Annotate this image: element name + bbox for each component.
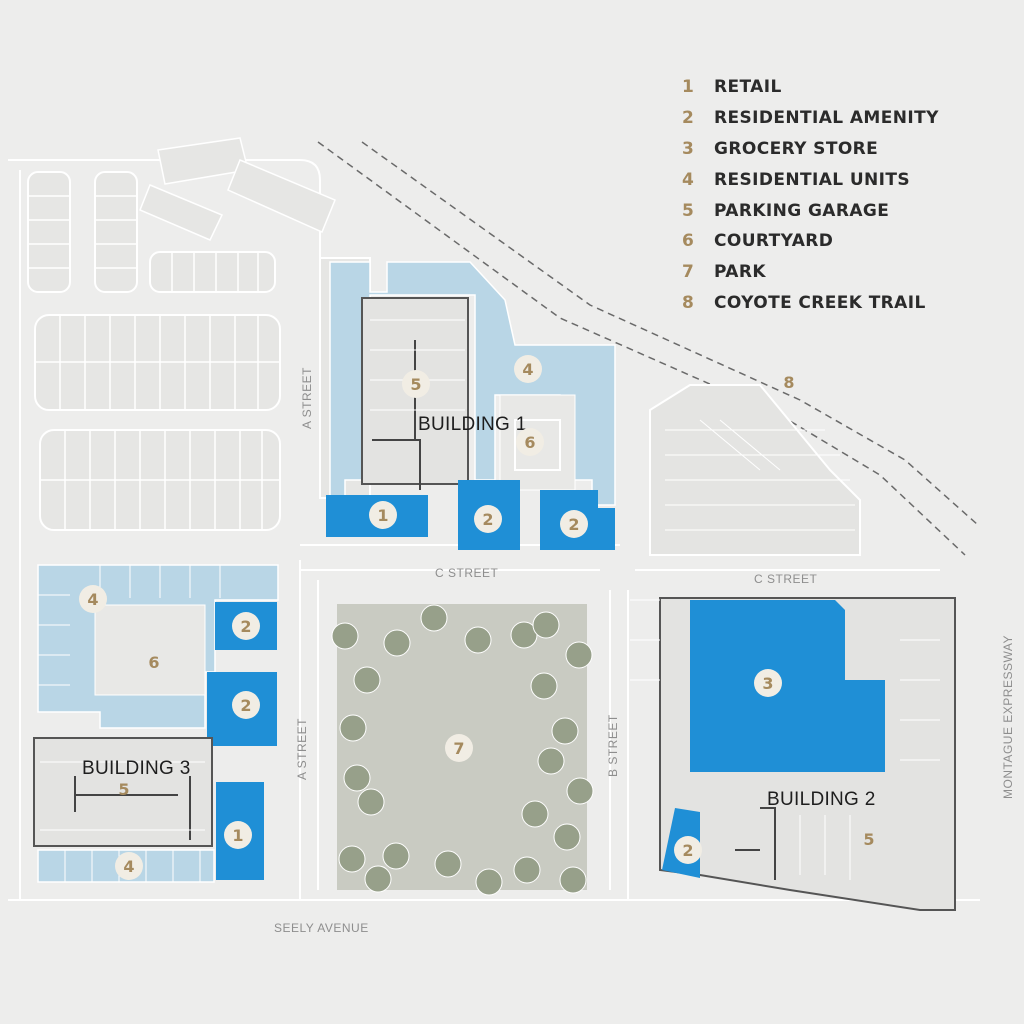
legend-label: RESIDENTIAL UNITS [714, 169, 911, 190]
legend-number: 5 [682, 200, 695, 221]
marker-coyote-creek-trail: 8 [783, 372, 795, 392]
angled-townhomes [139, 137, 336, 241]
marker-park: 7 [445, 734, 473, 762]
legend-number: 1 [682, 77, 695, 98]
marker-b1-retail: 1 [369, 501, 397, 529]
legend-number: 7 [682, 262, 695, 283]
marker-b1-parking-garage: 5 [402, 370, 430, 398]
marker-b1-residential-amenity-b: 2 [560, 510, 588, 538]
marker-b3-parking-garage: 5 [118, 779, 130, 799]
legend-number: 8 [682, 292, 695, 313]
legend-number: 3 [682, 138, 695, 159]
park [331, 604, 594, 896]
marker-grocery-store: 3 [754, 669, 782, 697]
marker-b3-retail: 1 [224, 821, 252, 849]
marker-b3-residential-amenity-mid: 2 [232, 691, 260, 719]
marker-b3-residential-units-bottom: 4 [115, 852, 143, 880]
legend-label: COYOTE CREEK TRAIL [714, 292, 926, 313]
ne-parking-lot [649, 384, 861, 556]
legend-item-parking-garage: 5 PARKING GARAGE [682, 195, 939, 226]
montague-expressway-label: MONTAGUE EXPRESSWAY [1001, 635, 1015, 799]
legend-label: GROCERY STORE [714, 138, 879, 159]
marker-b1-residential-amenity-a: 2 [474, 505, 502, 533]
legend-number: 6 [682, 231, 695, 252]
building-2-label: BUILDING 2 [767, 789, 876, 810]
legend-item-retail: 1 RETAIL [682, 72, 939, 103]
marker-b1-residential-units: 4 [514, 355, 542, 383]
marker-b1-courtyard: 6 [516, 428, 544, 456]
legend-item-grocery-store: 3 GROCERY STORE [682, 134, 939, 165]
building-2 [630, 597, 956, 911]
legend: 1 RETAIL 2 RESIDENTIAL AMENITY 3 GROCERY ST… [682, 72, 939, 318]
neighborhood-blocks [27, 171, 371, 531]
marker-b3-residential-units-top: 4 [79, 585, 107, 613]
legend-label: RETAIL [714, 77, 782, 98]
park-trees [331, 604, 594, 896]
c-street-east-label: C STREET [754, 572, 818, 586]
building-3-label: BUILDING 3 [82, 758, 191, 779]
legend-label: PARK [714, 262, 766, 283]
b-street-label: B STREET [606, 714, 620, 777]
seely-avenue-label: SEELY AVENUE [274, 921, 369, 935]
building-1-label: BUILDING 1 [418, 414, 527, 435]
marker-b3-residential-amenity-top: 2 [232, 612, 260, 640]
legend-item-coyote-creek-trail: 8 COYOTE CREEK TRAIL [682, 288, 939, 319]
a-street-south-label: A STREET [295, 717, 309, 780]
legend-label: COURTYARD [714, 231, 834, 252]
c-street-west-label: C STREET [435, 566, 499, 580]
legend-number: 2 [682, 108, 695, 129]
legend-item-courtyard: 6 COURTYARD [682, 226, 939, 257]
legend-item-residential-units: 4 RESIDENTIAL UNITS [682, 164, 939, 195]
marker-b3-courtyard: 6 [148, 652, 160, 672]
a-street-north-label: A STREET [300, 366, 314, 429]
rail-lines [317, 141, 979, 556]
legend-label: PARKING GARAGE [714, 200, 890, 221]
legend-item-residential-amenity: 2 RESIDENTIAL AMENITY [682, 103, 939, 134]
marker-b2-residential-amenity: 2 [674, 836, 702, 864]
legend-label: RESIDENTIAL AMENITY [714, 108, 939, 129]
street-curbs [8, 159, 980, 901]
building-1 [326, 261, 616, 550]
legend-number: 4 [682, 169, 695, 190]
marker-b2-parking-garage: 5 [863, 829, 875, 849]
neighborhood-houses [28, 195, 280, 530]
legend-item-park: 7 PARK [682, 257, 939, 288]
